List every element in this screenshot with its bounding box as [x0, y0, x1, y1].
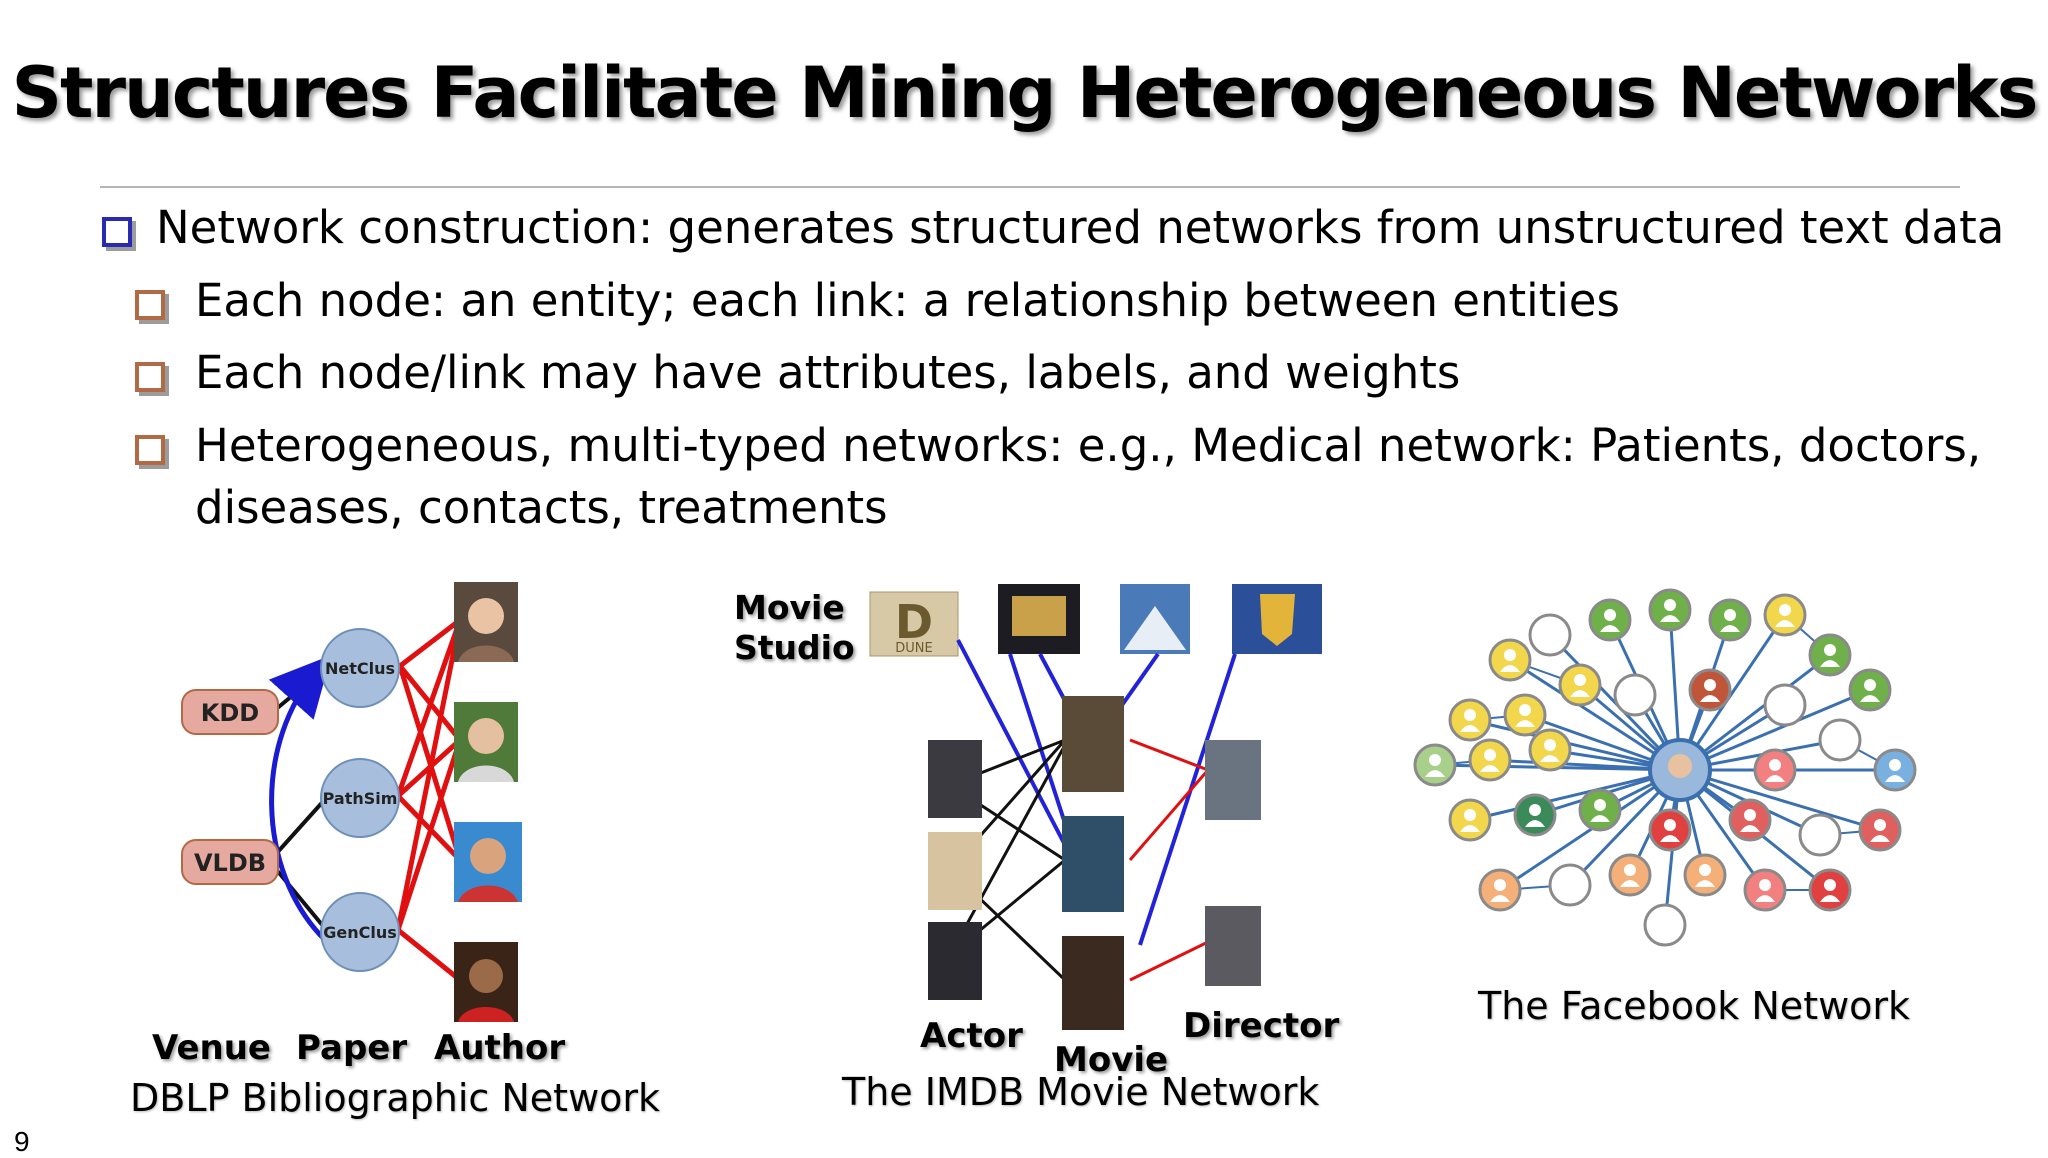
friend-node-icon	[1468, 738, 1512, 782]
author-photo	[454, 942, 518, 1022]
venue-node-kdd: KDD	[181, 689, 279, 735]
friend-node-icon	[1588, 598, 1632, 642]
friend-node-icon	[1798, 813, 1842, 857]
friend-node-icon	[1528, 728, 1572, 772]
friend-node-icon	[1808, 633, 1852, 677]
genclus-to-netclus-arrow	[268, 655, 332, 942]
friendship-link	[1499, 768, 1681, 892]
friend-node-icon	[1548, 863, 1592, 907]
venue-node-vldb: VLDB	[181, 839, 279, 885]
venue-label-kdd: KDD	[201, 699, 259, 727]
friend-node-icon	[1413, 743, 1457, 787]
friendship-link	[1469, 718, 1681, 772]
dblp-label-author: Author	[434, 1028, 566, 1068]
bullet-2: Each node: an entity; each link: a relat…	[195, 274, 1620, 327]
friendship-link	[1679, 688, 1871, 772]
facebook-caption: The Facebook Network	[1478, 984, 1911, 1028]
dblp-label-paper: Paper	[296, 1028, 408, 1068]
page-number: 9	[14, 1126, 30, 1157]
paper-label-genclus: GenClus	[323, 923, 397, 942]
dblp-label-venue: Venue	[152, 1028, 271, 1068]
friend-node-icon	[1708, 598, 1752, 642]
friend-node-icon	[1743, 868, 1787, 912]
director-photo	[1205, 906, 1261, 986]
paper-label-pathsim: PathSim	[323, 789, 398, 808]
friend-node-icon	[1648, 588, 1692, 632]
imdb-label-director: Director	[1183, 1006, 1340, 1046]
paper-label-netclus: NetClus	[325, 659, 395, 678]
imdb-caption: The IMDB Movie Network	[842, 1070, 1320, 1114]
venue-label-vldb: VLDB	[194, 849, 266, 877]
friend-node-icon	[1763, 683, 1807, 727]
friendship-link	[1509, 658, 1681, 772]
friend-node-icon	[1873, 748, 1917, 792]
friend-node-icon	[1503, 693, 1547, 737]
actor-photo	[928, 922, 982, 1000]
actor-photo	[928, 832, 982, 910]
imdb-label-movie-studio-2: Studio	[734, 628, 855, 667]
friend-node-icon	[1848, 668, 1892, 712]
friend-node-icon	[1608, 853, 1652, 897]
friend-node-icon	[1558, 663, 1602, 707]
bullet-box-icon	[135, 435, 165, 465]
author-photo	[454, 702, 518, 782]
paper-author-links	[395, 618, 463, 982]
bullet-box-icon	[135, 290, 165, 320]
bullet-box-icon	[102, 217, 132, 247]
friend-node-icon	[1818, 718, 1862, 762]
friend-node-icon	[1513, 793, 1557, 837]
bullet-4: Heterogeneous, multi-typed networks: e.g…	[195, 419, 1982, 472]
friendship-link	[1469, 768, 1681, 822]
actor-photo	[928, 740, 982, 818]
bullet-box-icon	[135, 362, 165, 392]
dblp-network-diagram: KDD VLDB NetClus PathSim GenClus	[181, 582, 522, 1022]
friendship-link	[1679, 768, 1881, 832]
friend-node-icon	[1688, 668, 1732, 712]
friend-node-icon	[1613, 673, 1657, 717]
friend-node-icon	[1448, 698, 1492, 742]
friend-node-icon	[1763, 593, 1807, 637]
friend-node-icon	[1728, 798, 1772, 842]
friend-node-icon	[1488, 638, 1532, 682]
director-photo	[1205, 740, 1261, 820]
bullet-3: Each node/link may have attributes, labe…	[195, 346, 1461, 399]
studio-logo-dune: D DUNE	[869, 591, 959, 657]
friend-node-icon	[1578, 788, 1622, 832]
imdb-label-actor: Actor	[920, 1016, 1023, 1056]
movie-poster	[1062, 696, 1124, 792]
studio-logo-paramount	[1120, 584, 1190, 654]
svg-text:D: D	[895, 595, 933, 649]
friend-node-icon	[1648, 808, 1692, 852]
facebook-network-diagram	[1413, 588, 1917, 947]
title-divider	[100, 186, 1960, 188]
friend-node-icon	[1643, 903, 1687, 947]
author-photo	[454, 582, 518, 662]
imdb-network-diagram: D DUNE	[869, 584, 1322, 1030]
central-user-avatar	[1648, 738, 1712, 802]
slide-title: Structures Facilitate Mining Heterogeneo…	[11, 52, 2039, 134]
bullet-4-continuation: diseases, contacts, treatments	[195, 481, 888, 534]
paper-node-pathsim: PathSim	[320, 758, 400, 838]
movie-poster	[1062, 936, 1124, 1030]
studio-logo-warner	[1232, 584, 1322, 654]
studio-logo-fox	[998, 584, 1080, 654]
bullet-1: Network construction: generates structur…	[156, 201, 2005, 254]
dblp-caption: DBLP Bibliographic Network	[130, 1076, 661, 1120]
friend-node-icon	[1528, 613, 1572, 657]
author-photo	[454, 822, 522, 902]
imdb-label-movie: Movie	[1054, 1040, 1169, 1080]
paper-node-genclus: GenClus	[320, 892, 400, 972]
friend-node-icon	[1683, 853, 1727, 897]
imdb-label-movie-studio: Movie	[734, 588, 845, 627]
friend-node-icon	[1448, 798, 1492, 842]
friend-node-icon	[1753, 748, 1797, 792]
movie-poster	[1062, 816, 1124, 912]
friend-node-icon	[1858, 808, 1902, 852]
friend-node-icon	[1808, 868, 1852, 912]
studio-logo-dune-text: DUNE	[895, 641, 932, 656]
friend-node-icon	[1478, 868, 1522, 912]
director-movie-links	[1128, 738, 1210, 982]
paper-node-netclus: NetClus	[320, 628, 400, 708]
